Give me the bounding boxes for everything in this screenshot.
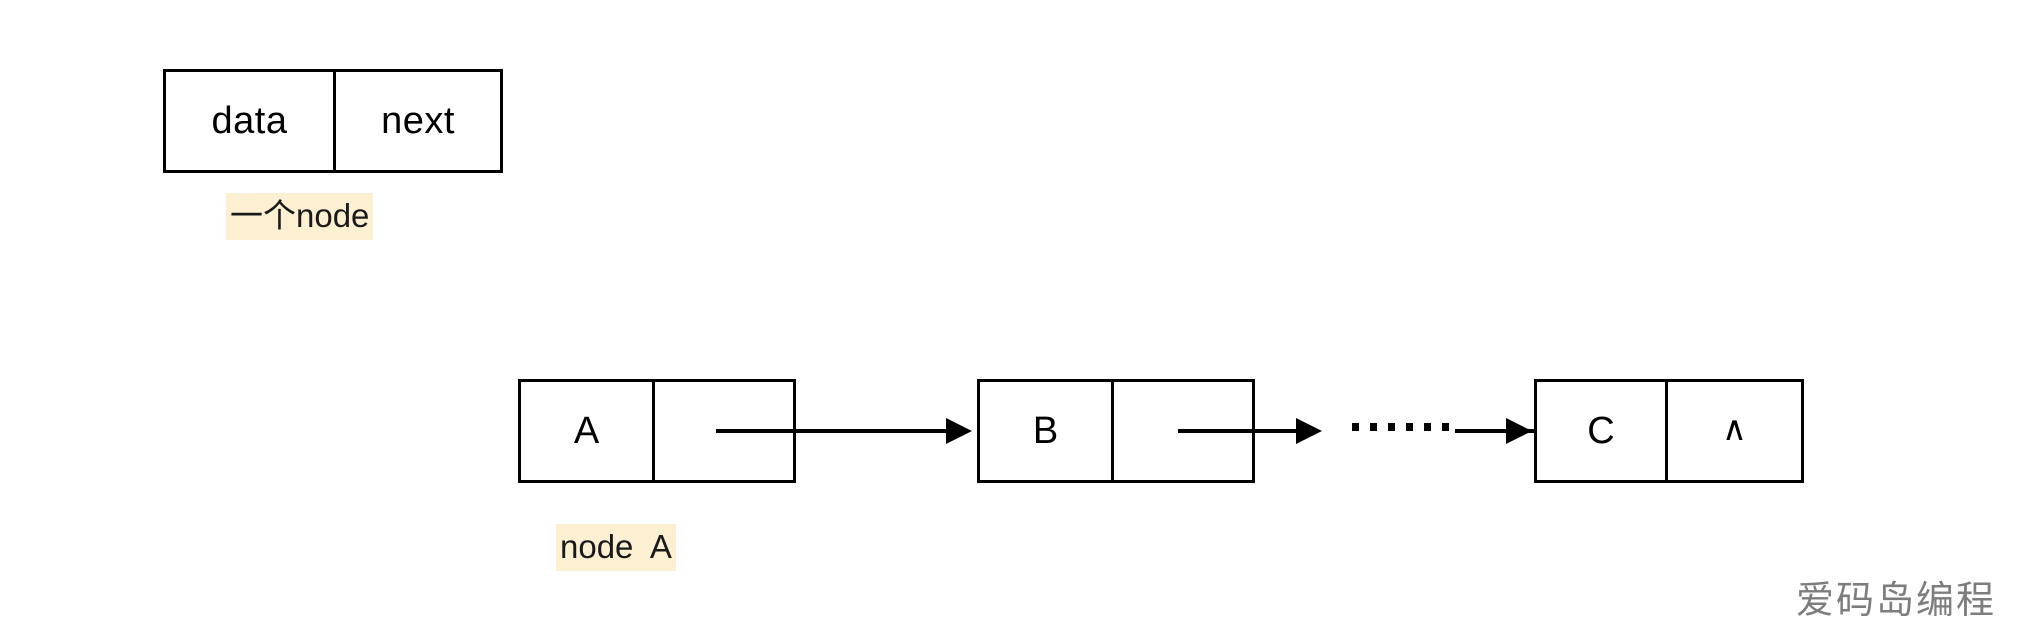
- connector-line-b-to-ellipsis: [1255, 429, 1299, 433]
- connector-line-ellipsis-to-c: [1455, 429, 1540, 433]
- pointer-stub-b: [1178, 429, 1258, 433]
- node-template-next-cell: next: [333, 72, 500, 170]
- ellipsis-dot: [1352, 423, 1359, 431]
- arrow-head-a-to-b: [946, 418, 972, 444]
- list-node-c-next-cell: ∧: [1665, 382, 1801, 480]
- ellipsis-dots: [1352, 423, 1449, 431]
- caption-one-node: 一个node: [226, 193, 374, 241]
- pointer-stub-a: [716, 429, 798, 433]
- ellipsis-dot: [1370, 423, 1377, 431]
- arrow-head-b-to-ellipsis: [1296, 418, 1322, 444]
- null-pointer-icon: ∧: [1722, 410, 1747, 448]
- ellipsis-dot: [1406, 423, 1413, 431]
- list-node-a-data-cell: A: [573, 409, 600, 452]
- list-node-c: C ∧: [1534, 379, 1804, 483]
- ellipsis-dot: [1442, 423, 1449, 431]
- list-node-a-next-cell: [652, 382, 793, 480]
- ellipsis-dot: [1424, 423, 1431, 431]
- arrow-head-ellipsis-to-c: [1506, 418, 1532, 444]
- list-node-c-data-cell: C: [1587, 409, 1615, 452]
- connector-line-a-to-b: [796, 429, 948, 433]
- watermark-text: 爱码岛编程: [1795, 580, 1996, 622]
- caption-node-a: node A: [556, 524, 676, 572]
- list-node-b-next-cell: [1111, 382, 1252, 480]
- node-template-data-cell: data: [211, 99, 288, 142]
- ellipsis-dot: [1388, 423, 1395, 431]
- list-node-b-data-cell: B: [1032, 409, 1059, 452]
- node-template-box: data next: [163, 69, 503, 173]
